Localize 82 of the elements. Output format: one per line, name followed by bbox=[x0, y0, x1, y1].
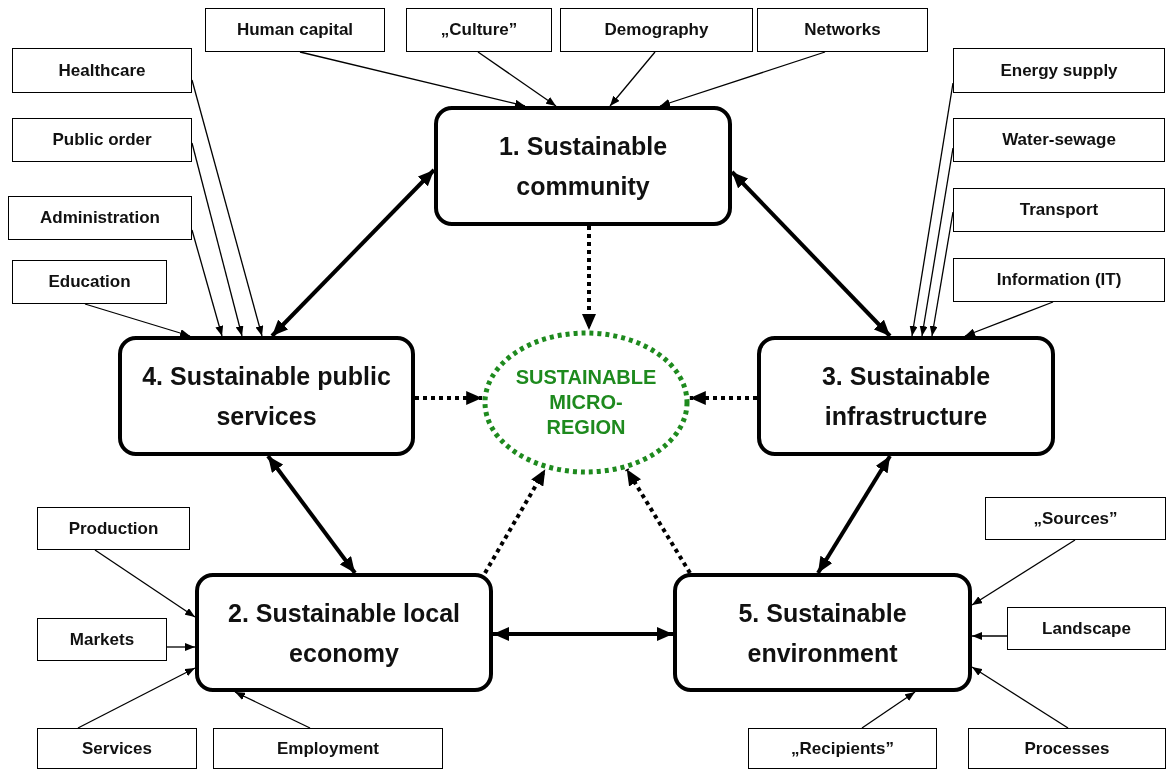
node-label: Energy supply bbox=[1000, 59, 1118, 82]
arrow bbox=[730, 170, 892, 338]
node-label: Demography bbox=[604, 19, 709, 41]
arrow bbox=[861, 691, 916, 729]
arrow bbox=[270, 168, 436, 338]
arrow bbox=[94, 549, 196, 618]
dotted-arrow bbox=[415, 391, 483, 405]
dotted-arrow bbox=[625, 468, 692, 575]
node-label: Administration bbox=[40, 207, 160, 229]
arrow bbox=[77, 667, 196, 729]
node-label: Healthcare bbox=[58, 59, 146, 82]
dotted-ellipse bbox=[482, 330, 690, 475]
arrow bbox=[191, 79, 264, 337]
node-label: Human capital bbox=[236, 19, 354, 41]
arrow bbox=[191, 229, 224, 337]
arrow bbox=[234, 691, 311, 729]
node-label: Services bbox=[82, 737, 152, 760]
factor-box bbox=[12, 118, 192, 162]
factor-box bbox=[12, 260, 167, 304]
node-label: Landscape bbox=[1042, 617, 1131, 640]
node-label: „Culture” bbox=[440, 19, 518, 41]
arrow bbox=[971, 539, 1076, 606]
arrow bbox=[266, 454, 357, 575]
rounded-box bbox=[434, 106, 732, 226]
node-label: 5. Sustainable environment bbox=[737, 597, 908, 669]
node-label: SUSTAINABLE MICRO-REGION bbox=[514, 365, 658, 440]
arrow bbox=[659, 51, 826, 107]
arrow bbox=[919, 147, 954, 337]
factor-box bbox=[953, 48, 1165, 93]
arrow bbox=[191, 142, 244, 337]
factor-box bbox=[953, 118, 1165, 162]
factor-box bbox=[205, 8, 385, 52]
factor-box bbox=[406, 8, 552, 52]
node-label: Processes bbox=[1024, 737, 1110, 760]
factor-box bbox=[213, 728, 443, 769]
factor-box bbox=[953, 258, 1165, 302]
factor-box bbox=[1007, 607, 1166, 650]
node-label: „Recipients” bbox=[791, 737, 894, 760]
rounded-box bbox=[673, 573, 972, 692]
factor-box bbox=[37, 618, 167, 661]
node-label: „Sources” bbox=[1033, 507, 1118, 530]
factor-box bbox=[953, 188, 1165, 232]
node-label: Education bbox=[48, 271, 131, 293]
factor-box bbox=[985, 497, 1166, 540]
node-label: Networks bbox=[804, 19, 881, 41]
arrow bbox=[971, 632, 1008, 640]
node-label: Information (IT) bbox=[996, 269, 1122, 291]
node-label: 3. Sustainable infrastructure bbox=[820, 361, 992, 432]
rounded-box bbox=[195, 573, 493, 692]
arrow bbox=[299, 51, 526, 108]
factor-box bbox=[37, 728, 197, 769]
arrow bbox=[477, 51, 557, 107]
dotted-arrow bbox=[689, 391, 757, 405]
node-label: Public order bbox=[52, 129, 152, 151]
node-label: Water-sewage bbox=[1002, 129, 1116, 151]
arrow bbox=[493, 627, 673, 641]
arrow bbox=[609, 51, 656, 107]
arrow bbox=[909, 82, 954, 337]
factor-box bbox=[757, 8, 928, 52]
rounded-box bbox=[118, 336, 415, 456]
factor-box bbox=[37, 507, 190, 550]
node-label: 2. Sustainable local economy bbox=[227, 597, 461, 669]
arrow bbox=[964, 301, 1054, 337]
factor-box bbox=[8, 196, 192, 240]
arrow bbox=[166, 643, 196, 651]
dotted-arrow bbox=[483, 468, 547, 574]
arrow bbox=[84, 303, 191, 337]
arrow bbox=[971, 666, 1069, 729]
factor-box bbox=[12, 48, 192, 93]
node-label: 1. Sustainable community bbox=[497, 131, 669, 202]
rounded-box bbox=[757, 336, 1055, 456]
factor-box bbox=[748, 728, 937, 769]
node-label: 4. Sustainable public services bbox=[141, 361, 392, 432]
arrow bbox=[816, 454, 892, 575]
node-label: Employment bbox=[277, 737, 379, 760]
node-label: Transport bbox=[1019, 199, 1099, 221]
dotted-arrow bbox=[582, 226, 596, 331]
node-label: Markets bbox=[69, 628, 135, 651]
factor-box bbox=[560, 8, 753, 52]
arrow bbox=[929, 211, 954, 337]
node-label: Production bbox=[68, 517, 159, 540]
factor-box bbox=[968, 728, 1166, 769]
